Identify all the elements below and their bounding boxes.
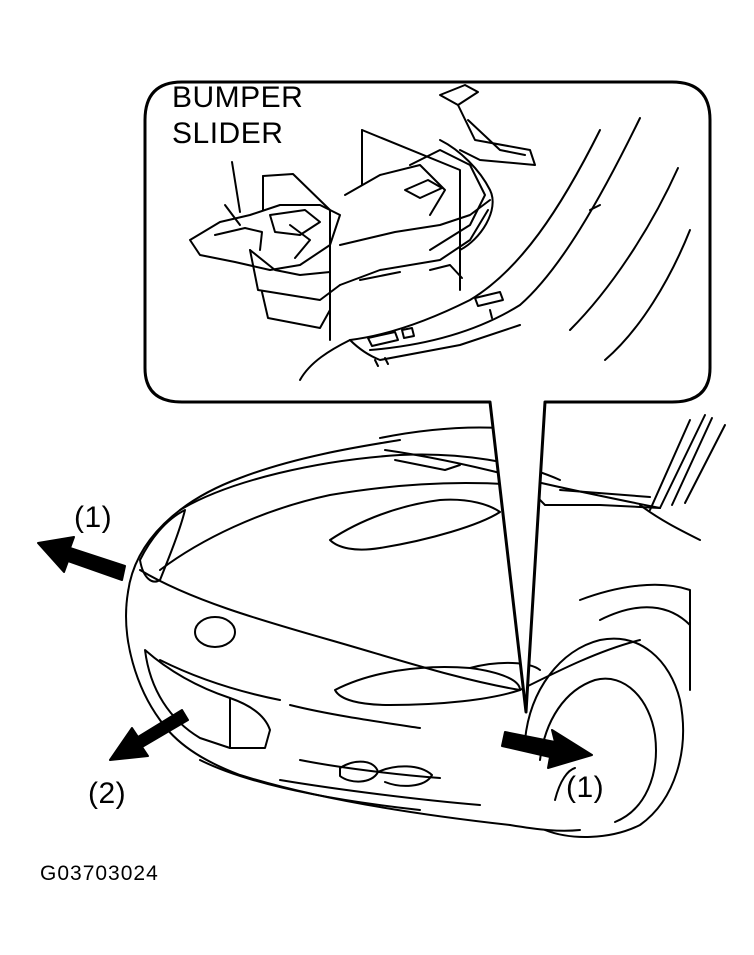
figure-code: G03703024: [40, 862, 159, 885]
callout-label-slider: SLIDER: [172, 117, 284, 150]
detail-callout-balloon: [143, 80, 712, 714]
arrow-direction-1-right: [501, 729, 593, 769]
arrow-label-1-right: (1): [566, 771, 605, 804]
car-front-drawing: [125, 414, 726, 838]
callout-label-bumper: BUMPER: [172, 81, 304, 114]
arrow-label-1-left: (1): [74, 501, 113, 534]
bumper-slider-detail: [189, 84, 691, 381]
arrow-direction-1-left: [37, 536, 126, 581]
arrow-direction-2-left-down: [109, 709, 189, 761]
arrow-label-2: (2): [88, 777, 127, 810]
